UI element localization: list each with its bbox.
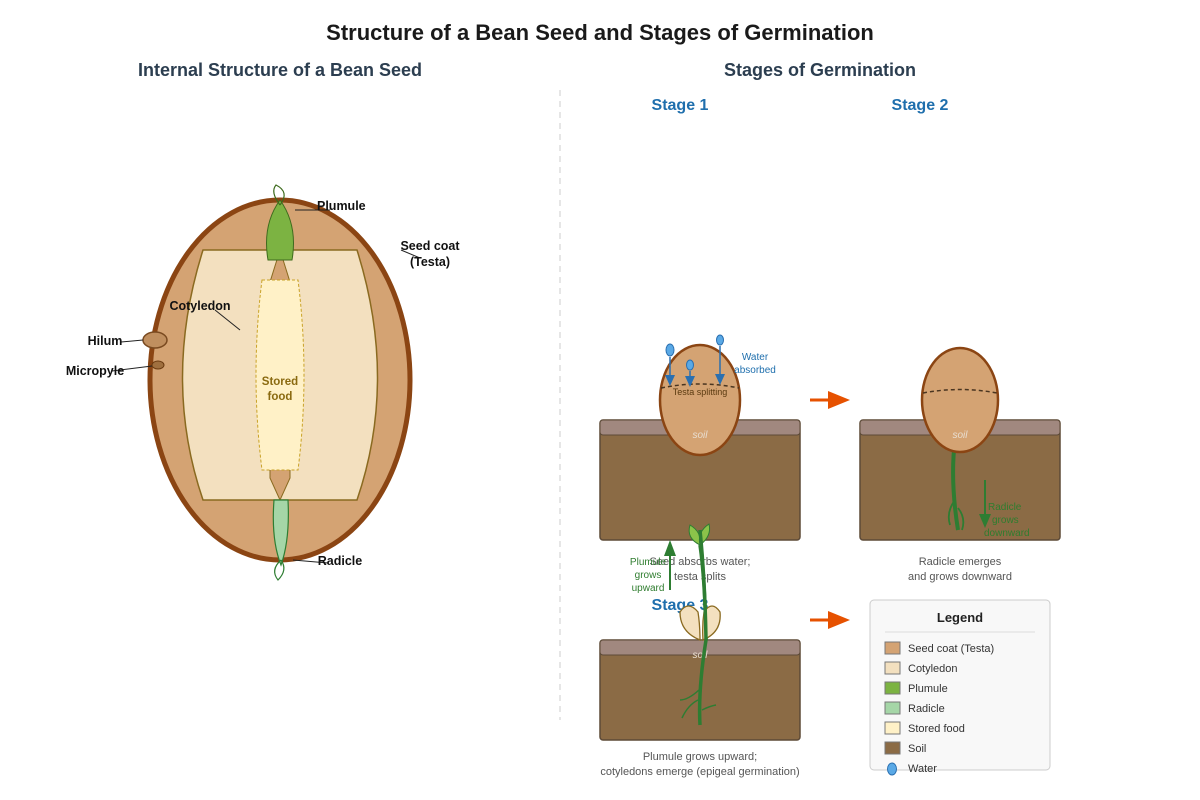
stage-3-soil-label: soil xyxy=(692,650,708,661)
stage-1-caption-2: testa splits xyxy=(674,571,726,583)
plumule-label: Plumule xyxy=(317,199,366,213)
legend-swatch xyxy=(884,681,901,695)
stage-1-soil-label: soil xyxy=(692,430,708,441)
water-arrow-icon xyxy=(715,374,725,385)
seed-coat-label: Seed coat xyxy=(400,239,460,253)
plumule xyxy=(266,199,294,261)
radicle-grows-label-3: downward xyxy=(984,528,1030,539)
right-panel-title: Stages of Germination xyxy=(724,60,916,80)
water-arrow-icon xyxy=(665,375,675,386)
stage-1-testa-split xyxy=(660,383,740,389)
radicle-label: Radicle xyxy=(318,554,363,568)
legend-item: Plumule xyxy=(884,681,948,695)
radicle xyxy=(272,499,289,567)
stored-food xyxy=(255,279,305,471)
arrow-down-icon xyxy=(979,514,991,528)
stage-2-seed xyxy=(920,346,1000,454)
stage-2-soil-label: soil xyxy=(952,430,968,441)
legend-label: Water xyxy=(908,763,937,775)
water-absorbed-label-2: absorbed xyxy=(734,365,776,376)
plumule-grows-label-2: grows xyxy=(635,570,662,581)
stored-food-label-2: food xyxy=(268,391,293,403)
water-drops xyxy=(665,334,725,387)
legend-swatch xyxy=(884,701,901,715)
legend-label: Cotyledon xyxy=(908,663,958,675)
legend-label: Stored food xyxy=(908,723,965,735)
water-drop-icon xyxy=(887,762,897,776)
water-drop-icon xyxy=(686,359,694,371)
legend-items: Seed coat (Testa) CotyledonPlumuleRadicle… xyxy=(884,641,994,776)
stage-2-title: Stage 2 xyxy=(892,97,949,114)
stage-3-seedling xyxy=(679,523,721,726)
seedling-roots xyxy=(679,689,717,719)
water-arrow-icon xyxy=(685,376,695,387)
plumule-up-arrow xyxy=(664,540,676,590)
legend-item: Soil xyxy=(884,741,926,755)
stage-2-caption-2: and grows downward xyxy=(908,571,1012,583)
stored-food-label: Stored xyxy=(262,376,298,388)
water-absorbed-label: Water xyxy=(742,352,769,363)
seedling-stem-upper xyxy=(698,529,708,641)
micropyle-label: Micropyle xyxy=(66,364,124,378)
hilum xyxy=(142,331,168,349)
radicle-grows-label-2: grows xyxy=(992,515,1019,526)
legend-item: Stored food xyxy=(884,721,965,735)
legend-item: Cotyledon xyxy=(884,661,958,675)
legend-title: Legend xyxy=(937,610,983,625)
legend-item: Seed coat (Testa) xyxy=(884,641,994,655)
bean-seed-cross-section xyxy=(142,184,413,581)
micropyle xyxy=(151,360,165,370)
legend-box xyxy=(869,599,1051,771)
plumule-leaf-tip xyxy=(273,184,285,206)
stage-arrow-2 xyxy=(810,611,850,629)
legend-swatch xyxy=(884,661,901,675)
arrow-right-icon xyxy=(828,391,850,409)
stage-3-caption-2: cotyledons emerge (epigeal germination) xyxy=(600,766,799,778)
legend-item: Water xyxy=(887,762,937,776)
water-drop-icon xyxy=(716,334,724,346)
legend: Legend Seed coat (Testa) CotyledonPlumule… xyxy=(869,599,1051,776)
water-drop-icon xyxy=(665,343,675,357)
testa-label: (Testa) xyxy=(410,255,450,269)
arrow-right-icon xyxy=(828,611,850,629)
legend-swatch xyxy=(884,721,901,735)
legend-label: Radicle xyxy=(908,703,945,715)
legend-label: Plumule xyxy=(908,683,948,695)
stage-1-caption: Seed absorbs water; xyxy=(650,556,751,568)
plumule-grows-label: Plumule xyxy=(630,557,667,568)
stage-arrow-1 xyxy=(810,391,850,409)
legend-label: Seed coat (Testa) xyxy=(908,643,994,655)
radicle-grows-label: Radicle xyxy=(988,502,1022,513)
cotyledon-left xyxy=(679,605,701,641)
main-title: Structure of a Bean Seed and Stages of G… xyxy=(326,20,874,45)
leader-lines xyxy=(111,209,421,564)
plumule-grows-label-3: upward xyxy=(632,583,665,594)
stage-3-caption: Plumule grows upward; xyxy=(643,751,757,763)
left-panel-title: Internal Structure of a Bean Seed xyxy=(138,60,422,80)
legend-item: Radicle xyxy=(884,701,945,715)
stage-2-caption: Radicle emerges xyxy=(919,556,1002,568)
radicle-tip xyxy=(274,559,285,581)
legend-swatch xyxy=(884,741,901,755)
cotyledon-label: Cotyledon xyxy=(169,299,230,313)
stage-1-title: Stage 1 xyxy=(652,97,709,114)
arrow-up-icon xyxy=(664,540,676,556)
hilum-label: Hilum xyxy=(88,334,123,348)
testa-splitting-label: Testa splitting xyxy=(673,387,728,397)
legend-swatch xyxy=(884,641,901,655)
legend-label: Soil xyxy=(908,743,926,755)
radicle-down-arrow xyxy=(979,480,991,528)
